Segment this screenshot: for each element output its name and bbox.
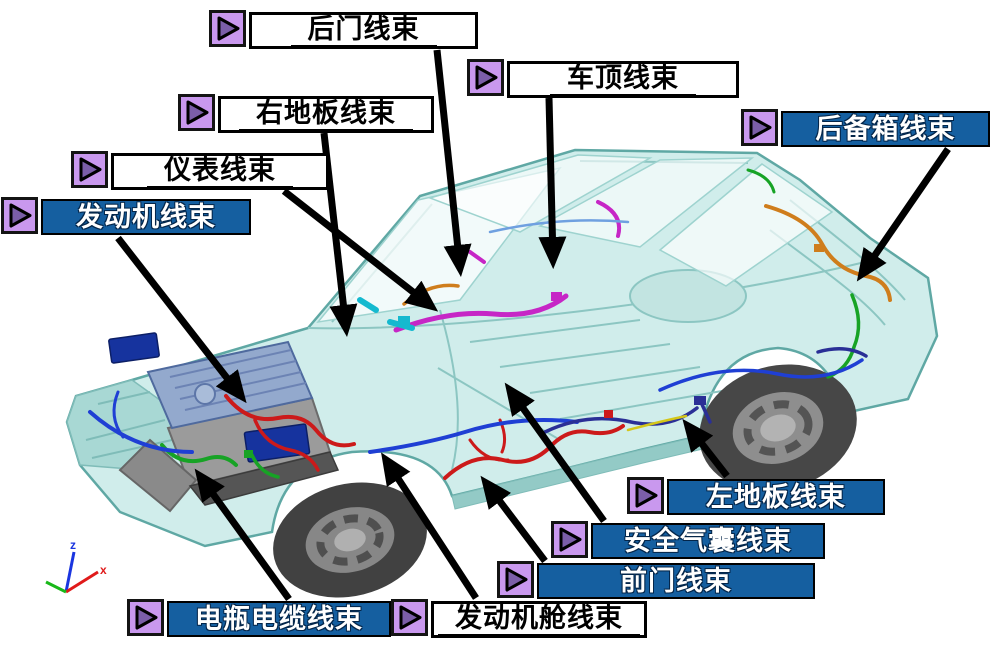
rear-wheel (699, 364, 857, 492)
arrow-engine-bay (381, 452, 479, 600)
arrow-trunk (856, 147, 951, 282)
label-text: 后备箱线束 (815, 113, 956, 144)
label-engine-bay-harness: 发动机舱线束 (391, 599, 647, 638)
label-roof-harness: 车顶线束 (467, 59, 739, 98)
label-text: 仪表线束 (147, 154, 293, 189)
harness-wires (88, 168, 892, 480)
label-text: 电瓶电缆线束 (195, 603, 363, 634)
axis-triad: z x (45, 538, 107, 594)
play-icon[interactable] (741, 109, 778, 146)
label-battery-cable-harness: 电瓶电缆线束 (127, 599, 391, 637)
play-icon[interactable] (391, 599, 428, 636)
arrow-left-floor (682, 418, 730, 479)
label-instrument-harness: 仪表线束 (71, 151, 329, 190)
play-icon[interactable] (178, 94, 215, 131)
label-trunk-harness: 后备箱线束 (741, 109, 990, 147)
label-text: 右地板线束 (239, 97, 413, 132)
play-icon[interactable] (467, 59, 504, 96)
label-rear-door-harness: 后门线束 (209, 10, 478, 49)
label-right-floor-harness: 右地板线束 (178, 94, 434, 133)
label-text: 后门线束 (290, 13, 437, 48)
arrow-rear-door (433, 49, 472, 278)
play-icon[interactable] (551, 521, 588, 558)
arrow-airbag (504, 382, 607, 524)
play-icon[interactable] (209, 10, 246, 47)
label-text: 发动机舱线束 (438, 602, 640, 637)
play-icon[interactable] (71, 151, 108, 188)
label-text: 左地板线束 (706, 481, 846, 512)
arrow-instrument (281, 188, 439, 312)
play-icon[interactable] (127, 599, 164, 636)
arrow-roof (538, 97, 567, 270)
label-engine-harness: 发动机线束 (1, 197, 251, 235)
label-airbag-harness: 安全气囊线束 (551, 521, 825, 559)
arrow-battery-cable (194, 468, 292, 602)
axis-z-label: z (70, 538, 76, 552)
label-front-door-harness: 前门线束 (497, 561, 815, 599)
label-text: 车顶线束 (550, 62, 696, 97)
play-icon[interactable] (1, 197, 38, 234)
play-icon[interactable] (497, 561, 534, 598)
label-text: 安全气囊线束 (624, 525, 792, 556)
arrow-engine (115, 235, 247, 404)
front-wheel (273, 482, 427, 598)
play-icon[interactable] (627, 477, 664, 514)
axis-x-label: x (100, 563, 107, 577)
label-left-floor-harness: 左地板线束 (627, 477, 885, 515)
label-text: 发动机线束 (76, 201, 216, 232)
arrow-front-door (480, 475, 548, 564)
label-text: 前门线束 (620, 565, 732, 596)
